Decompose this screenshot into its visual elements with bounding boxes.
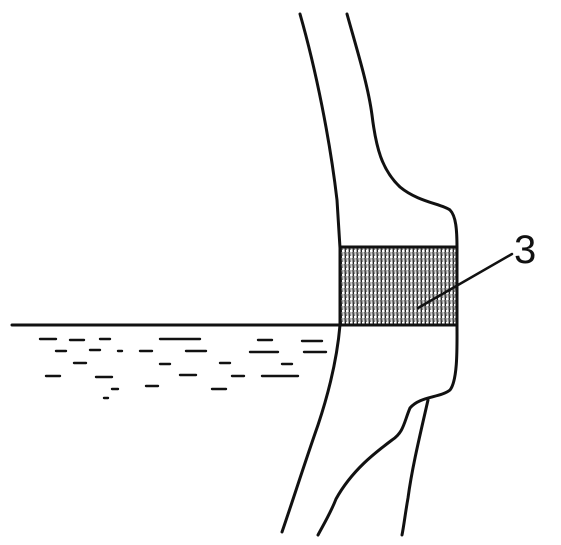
wall-inner-contour — [280, 12, 342, 534]
seal-band — [338, 245, 459, 327]
liquid-body — [38, 337, 328, 400]
callout-leader-line — [416, 252, 514, 310]
callout-label: 3 — [514, 228, 536, 272]
wall-outer-contour — [316, 12, 459, 537]
wall-lower-contour — [400, 398, 430, 537]
seal-band-fill — [341, 247, 456, 325]
